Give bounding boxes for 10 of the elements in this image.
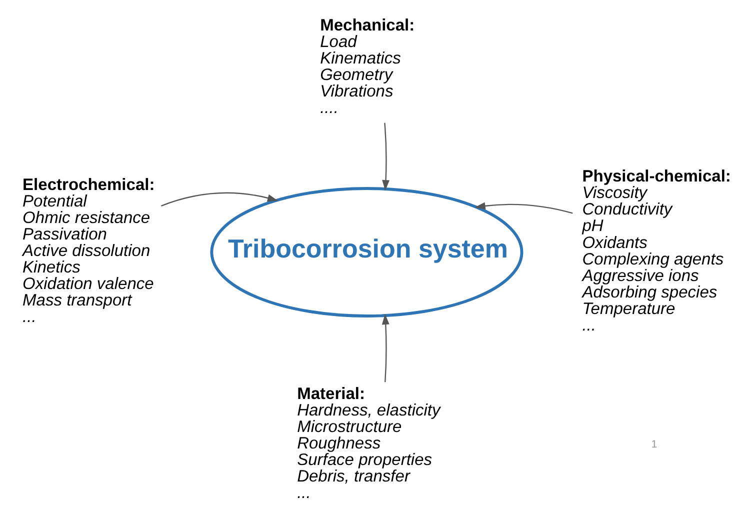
node-text: Electrochemical: Potential Ohmic resistance Passivation Active dissolution Kinetics Oxidation valence Mass transport ... <box>22 174 155 326</box>
arrow <box>382 122 390 191</box>
node-ellipse: Tribocorrosion system <box>210 187 524 318</box>
arrow <box>474 202 573 214</box>
node-text: Material: Hardness, elasticity Microstructure Roughness Surface properties Debris, transfer ... <box>297 384 440 502</box>
arrow <box>161 192 278 206</box>
node-text: Mechanical: Load Kinematics Geometry Vibrations .... <box>320 15 415 118</box>
node-text: Physical-chemical: Viscosity Conductivity pH Oxidants Complexing agents Aggressive ions Adsorbing species Temperature ... <box>582 166 731 334</box>
label: 1 <box>651 438 658 450</box>
arrow <box>382 314 390 382</box>
